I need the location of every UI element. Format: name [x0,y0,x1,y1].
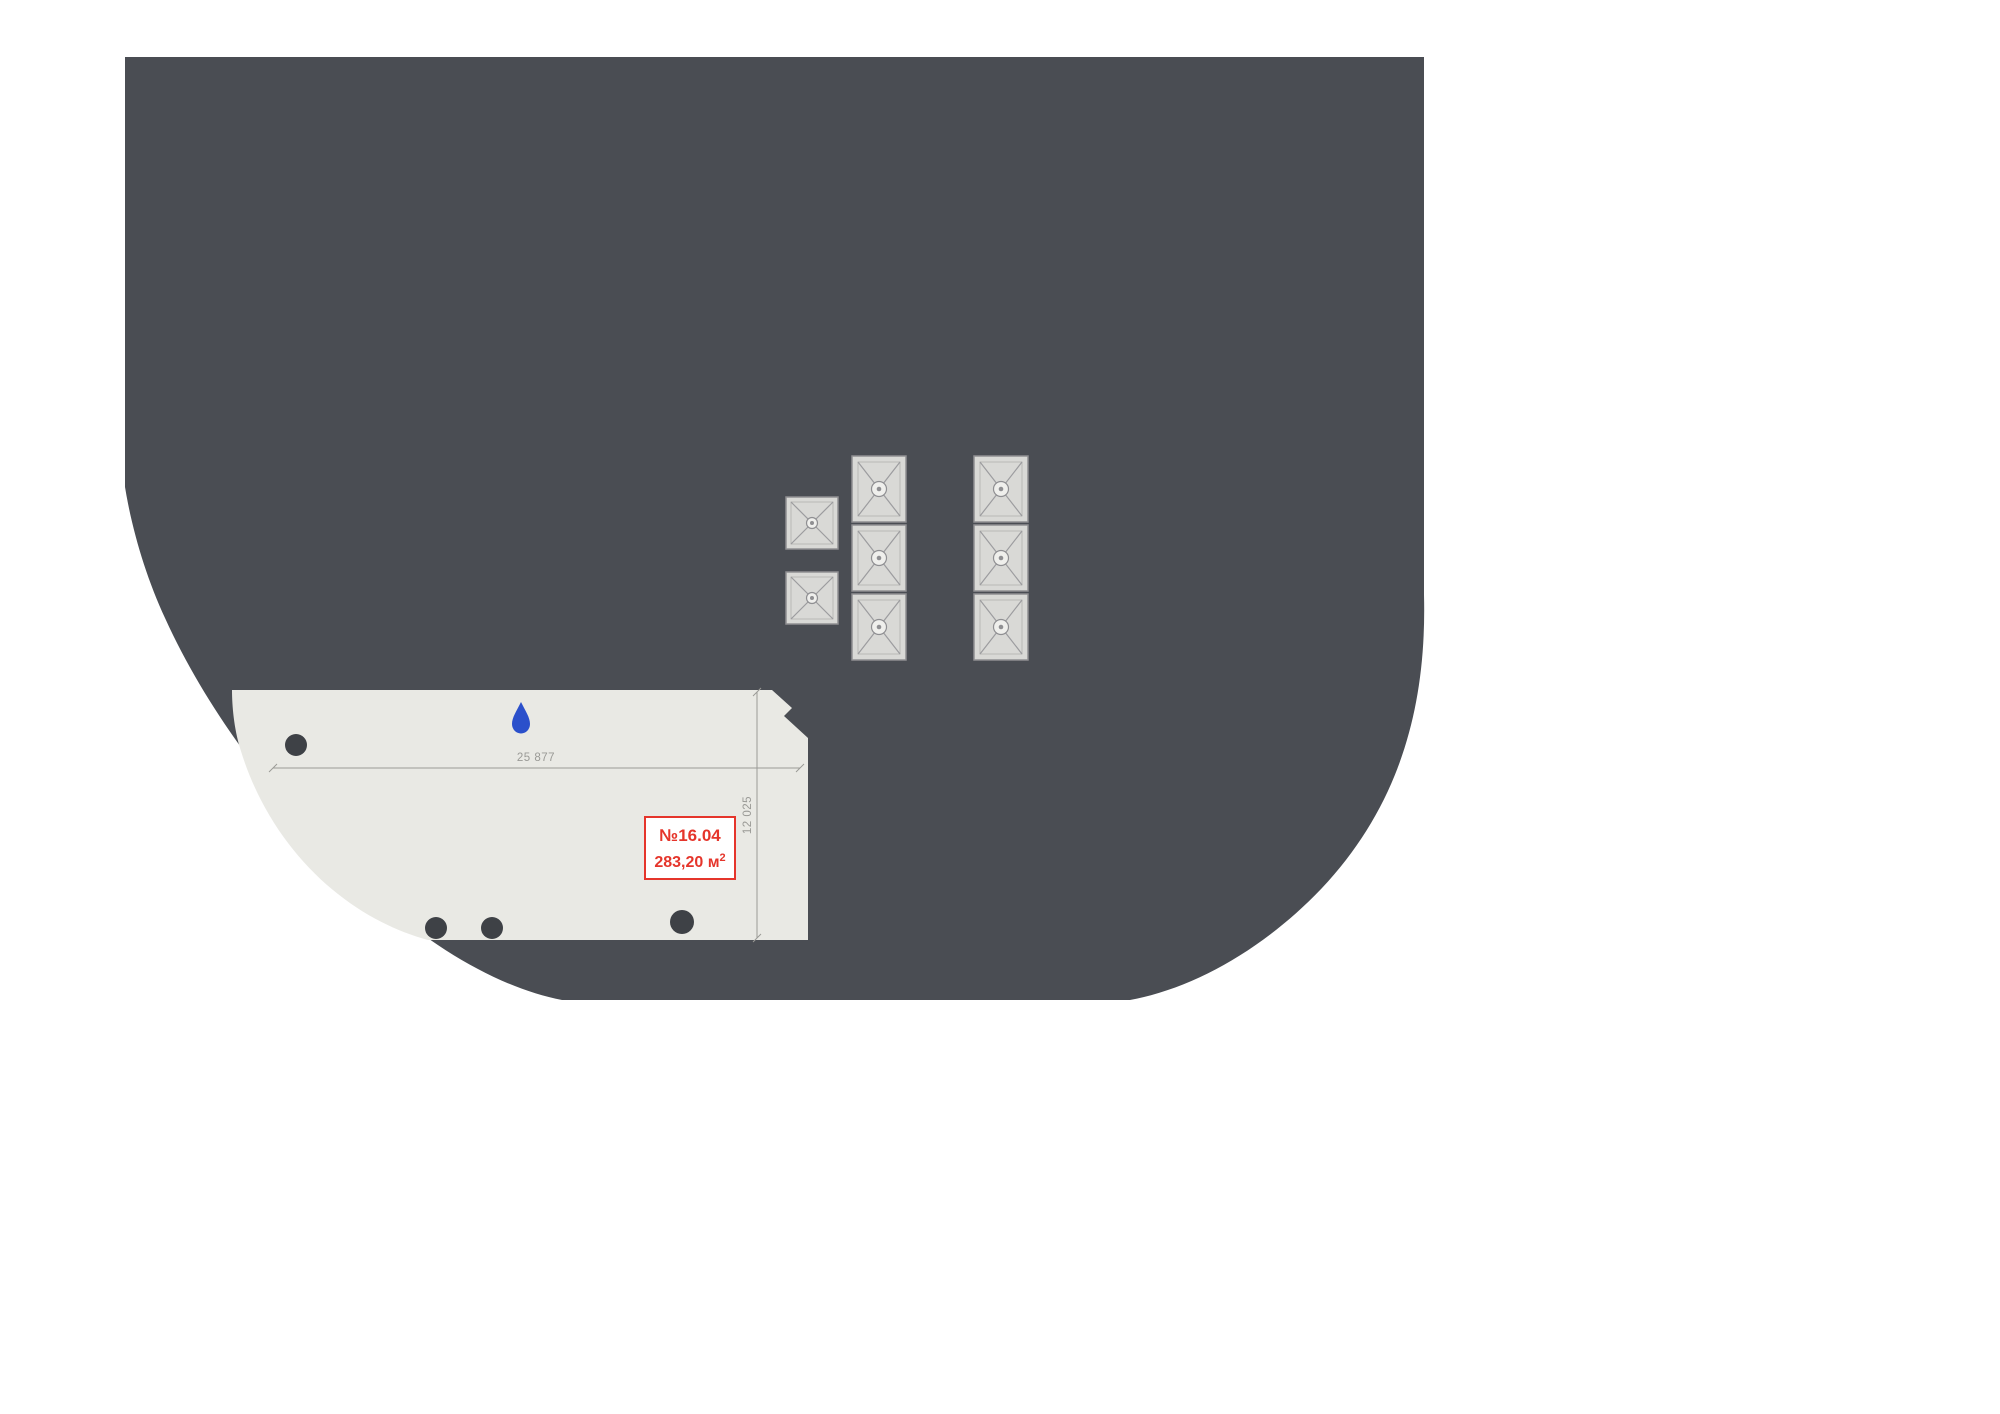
column-dot [285,734,307,756]
vent-shaft-icon [973,593,1029,661]
unit-columns [285,734,694,939]
dimension-horizontal: 25 877 [268,752,805,773]
dimension-vertical: 12 025 [742,687,762,943]
dimension-width-label: 25 877 [517,752,555,764]
column-dot [670,910,694,934]
column-dot [481,917,503,939]
dimension-height-label: 12 025 [742,796,754,834]
water-drop-icon [512,702,530,734]
unit-label-frame[interactable] [644,816,736,880]
column-dot [425,917,447,939]
unit-area-text: 283,20 м2 [654,852,725,871]
vent-shaft-icon [851,455,907,523]
unit-area-superscript: 2 [720,852,726,864]
skylight-icon [785,496,839,550]
unit-area-value: 283,20 м [654,854,719,871]
unit-label-box[interactable]: №16.04 283,20 м2 [644,816,736,880]
skylight-icon [785,571,839,625]
unit-number-text: №16.04 [659,826,721,845]
vent-shaft-icon [851,593,907,661]
vent-shaft-icon [851,524,907,592]
vent-shaft-icon [973,455,1029,523]
vent-shaft-icon [973,524,1029,592]
